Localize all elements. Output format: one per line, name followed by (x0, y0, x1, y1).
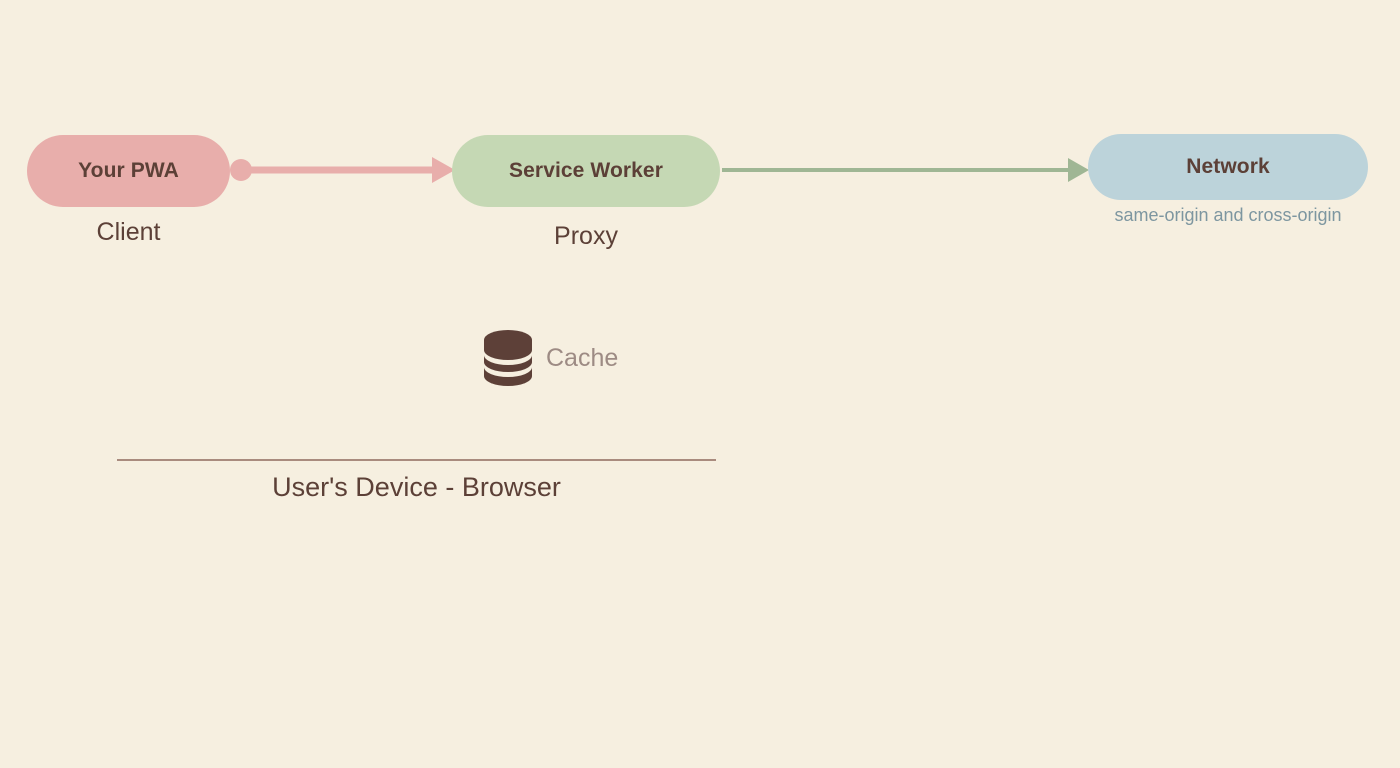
node-service-worker-caption: Proxy (554, 222, 618, 250)
node-service-worker[interactable]: Service Worker (452, 135, 720, 207)
node-network-caption: same-origin and cross-origin (1114, 205, 1342, 225)
node-your-pwa[interactable]: Your PWA (27, 135, 230, 207)
node-service-worker-label: Service Worker (509, 159, 663, 182)
connector-start-dot-icon (230, 159, 252, 181)
node-network[interactable]: Network (1088, 134, 1368, 200)
arrowhead-icon (1068, 158, 1089, 182)
cache-store: Cache (484, 330, 618, 386)
node-your-pwa-caption: Client (96, 218, 161, 246)
device-boundary-label: User's Device - Browser (272, 472, 561, 502)
cache-label: Cache (546, 343, 619, 372)
connector-service-worker-to-network (722, 158, 1089, 182)
device-boundary-line (117, 459, 716, 461)
node-your-pwa-label: Your PWA (78, 159, 179, 182)
connector-pwa-to-service-worker (230, 157, 455, 183)
node-network-label: Network (1186, 155, 1270, 178)
database-icon (484, 330, 532, 386)
